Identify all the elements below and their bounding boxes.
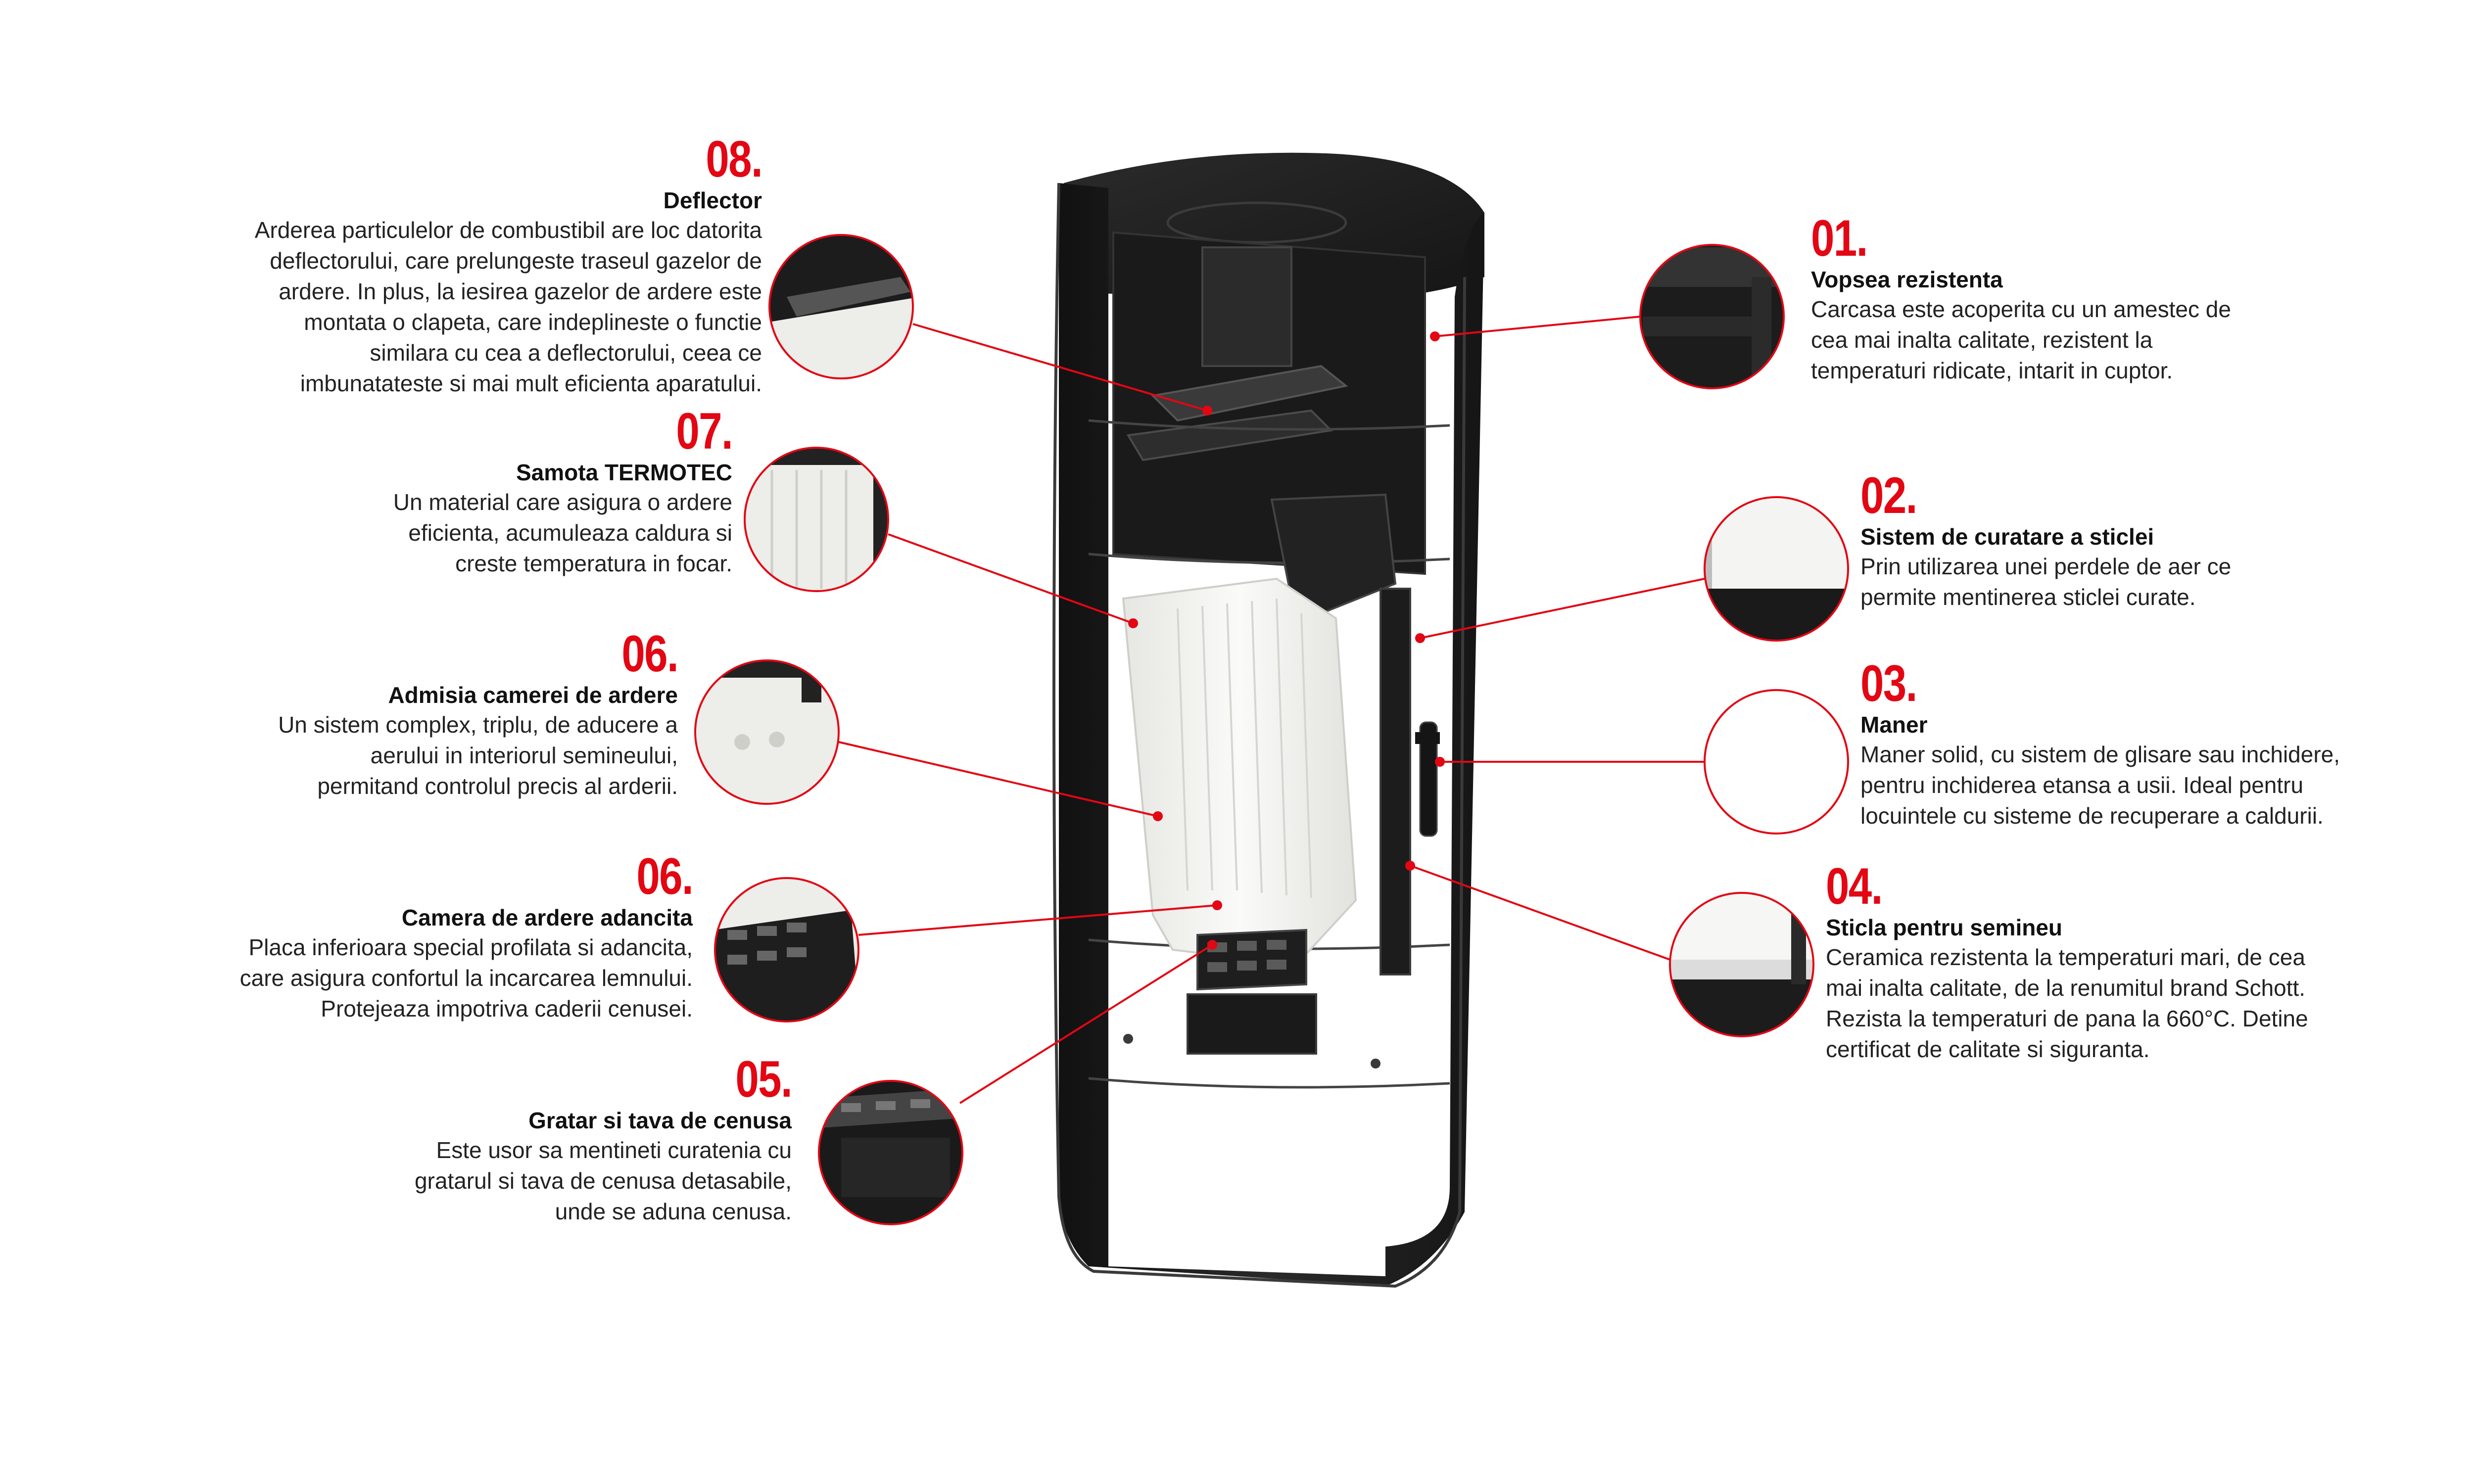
callout-number: 02.: [1860, 467, 1917, 524]
door-handle: [1419, 721, 1438, 837]
thumb-01: [1639, 244, 1785, 389]
thumb-03: [1704, 689, 1849, 835]
stove-body: [1059, 183, 1484, 1286]
callout-description: Placa inferioara special profilata si ad…: [239, 934, 693, 1021]
grate: [1196, 928, 1307, 991]
leader-06: [838, 741, 1158, 817]
callout-description: Prin utilizarea unei perdele de aer ce p…: [1860, 554, 2232, 610]
leader-02: [1420, 578, 1705, 639]
callout-title: Camera de ardere adancita: [401, 905, 693, 930]
callout-06: 06. Admisia camerei de ardere Un sistem …: [84, 625, 679, 801]
callout-title: Vopsea rezistenta: [1811, 267, 2003, 292]
callout-description: Ceramica rezistenta la temperaturi mari,…: [1826, 944, 2308, 1062]
callout-title: Maner: [1860, 712, 1928, 738]
callout-06b: 06. Camera de ardere adancita Placa infe…: [99, 848, 694, 1024]
callout-03: 03. Maner Maner solid, cu sistem de glis…: [1860, 658, 2454, 831]
callout-number: 04.: [1826, 858, 1883, 915]
callout-number: 01.: [1811, 210, 1868, 267]
callout-description: Este usor sa mentineti curatenia cu grat…: [414, 1137, 792, 1224]
leader-lines: [838, 316, 1705, 1104]
callout-title: Sistem de curatare a sticlei: [1860, 524, 2154, 550]
callout-number: 06.: [636, 848, 693, 905]
fireclay-firebox: [1122, 577, 1357, 966]
stove-upper-cavity: [1112, 231, 1426, 575]
callout-title: Sticla pentru semineu: [1826, 915, 2063, 940]
leader-08: [912, 323, 1208, 412]
deflector-plate: [1150, 365, 1348, 422]
fireclay-grooves: [1177, 598, 1312, 898]
callout-description: Arderea particulelor de combustibil are …: [254, 217, 762, 396]
callout-04: 04. Sticla pentru semineu Ceramica rezis…: [1826, 861, 2420, 1065]
body-band-4: [1088, 1077, 1450, 1089]
leader-05: [959, 944, 1213, 1104]
callout-title: Deflector: [663, 187, 762, 213]
leader-dots: [1128, 331, 1445, 950]
leader-07: [888, 533, 1134, 624]
callout-number: 08.: [706, 131, 762, 188]
callout-title: Samota TERMOTEC: [516, 460, 732, 485]
leader-01: [1434, 316, 1641, 337]
stove-cutaway: [1052, 152, 1484, 1288]
leader-04: [1410, 865, 1670, 961]
base-dot-2: [1371, 1059, 1380, 1068]
stove-top-ring: [1166, 201, 1347, 244]
stove-outer-shell: [1052, 183, 1466, 1288]
thumb-07: [744, 447, 889, 592]
callout-05: 05. Gratar si tava de cenusa Este usor s…: [198, 1051, 793, 1227]
ash-pan: [1187, 993, 1317, 1055]
base-opening: [1227, 1166, 1296, 1222]
callout-description: Un material care asigura o ardere eficie…: [393, 489, 732, 576]
leader-06b: [858, 904, 1218, 936]
callout-number: 06.: [621, 625, 678, 683]
callout-01: 01. Vopsea rezistenta Carcasa este acope…: [1811, 213, 2405, 386]
callout-title: Admisia camerei de ardere: [388, 682, 678, 708]
thumb-02: [1704, 496, 1849, 642]
callout-08: 08. Deflector Arderea particulelor de co…: [168, 131, 763, 399]
thumb-05: [818, 1080, 963, 1225]
callout-description: Carcasa este acoperita cu un amestec de …: [1811, 296, 2231, 383]
callout-02: 02. Sistem de curatare a sticlei Prin ut…: [1860, 470, 2454, 612]
body-band-1: [1088, 419, 1450, 431]
door-edge: [1380, 588, 1411, 975]
base-dot-1: [1123, 1034, 1133, 1044]
callout-description: Un sistem complex, triplu, de aducere a …: [278, 712, 678, 799]
body-band-2: [1088, 553, 1450, 564]
callout-title: Gratar si tava de cenusa: [528, 1108, 792, 1133]
flue-collar: [1201, 246, 1292, 367]
smoke-hood: [1270, 493, 1397, 625]
callout-number: 07.: [676, 403, 733, 460]
thumb-06: [694, 659, 840, 805]
callout-number: 05.: [735, 1051, 792, 1108]
callout-description: Maner solid, cu sistem de glisare sau in…: [1860, 742, 2340, 829]
thumb-04: [1669, 892, 1814, 1037]
callout-07: 07. Samota TERMOTEC Un material care asi…: [139, 403, 733, 579]
callout-number: 03.: [1860, 655, 1917, 712]
door-handle-bar: [1415, 732, 1440, 744]
thumb-08: [768, 234, 914, 379]
thumb-06b: [714, 877, 859, 1022]
